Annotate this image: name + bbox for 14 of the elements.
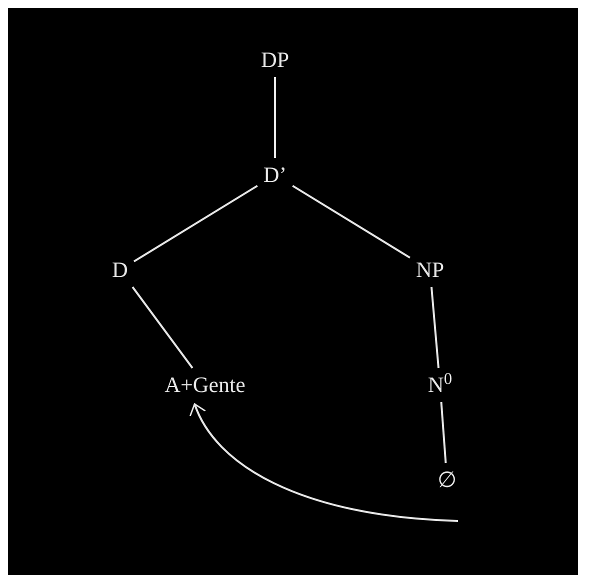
movement-arrow <box>190 403 458 522</box>
tree-node-label: D’ <box>263 164 287 186</box>
tree-branch <box>132 286 194 369</box>
tree-branch <box>274 77 276 158</box>
tree-branch <box>292 184 410 259</box>
tree-branch <box>440 402 447 464</box>
tree-node-label: NP <box>416 259 444 281</box>
tree-branch <box>133 184 258 262</box>
tree-node-label: ∅ <box>438 469 456 491</box>
tree-node-label: A+Gente <box>164 374 246 396</box>
tree-branch <box>430 286 440 368</box>
tree-node-label: DP <box>260 49 290 71</box>
tree-node-label: D <box>112 259 128 281</box>
tree-node-label: N$^{0}$ <box>428 374 452 396</box>
